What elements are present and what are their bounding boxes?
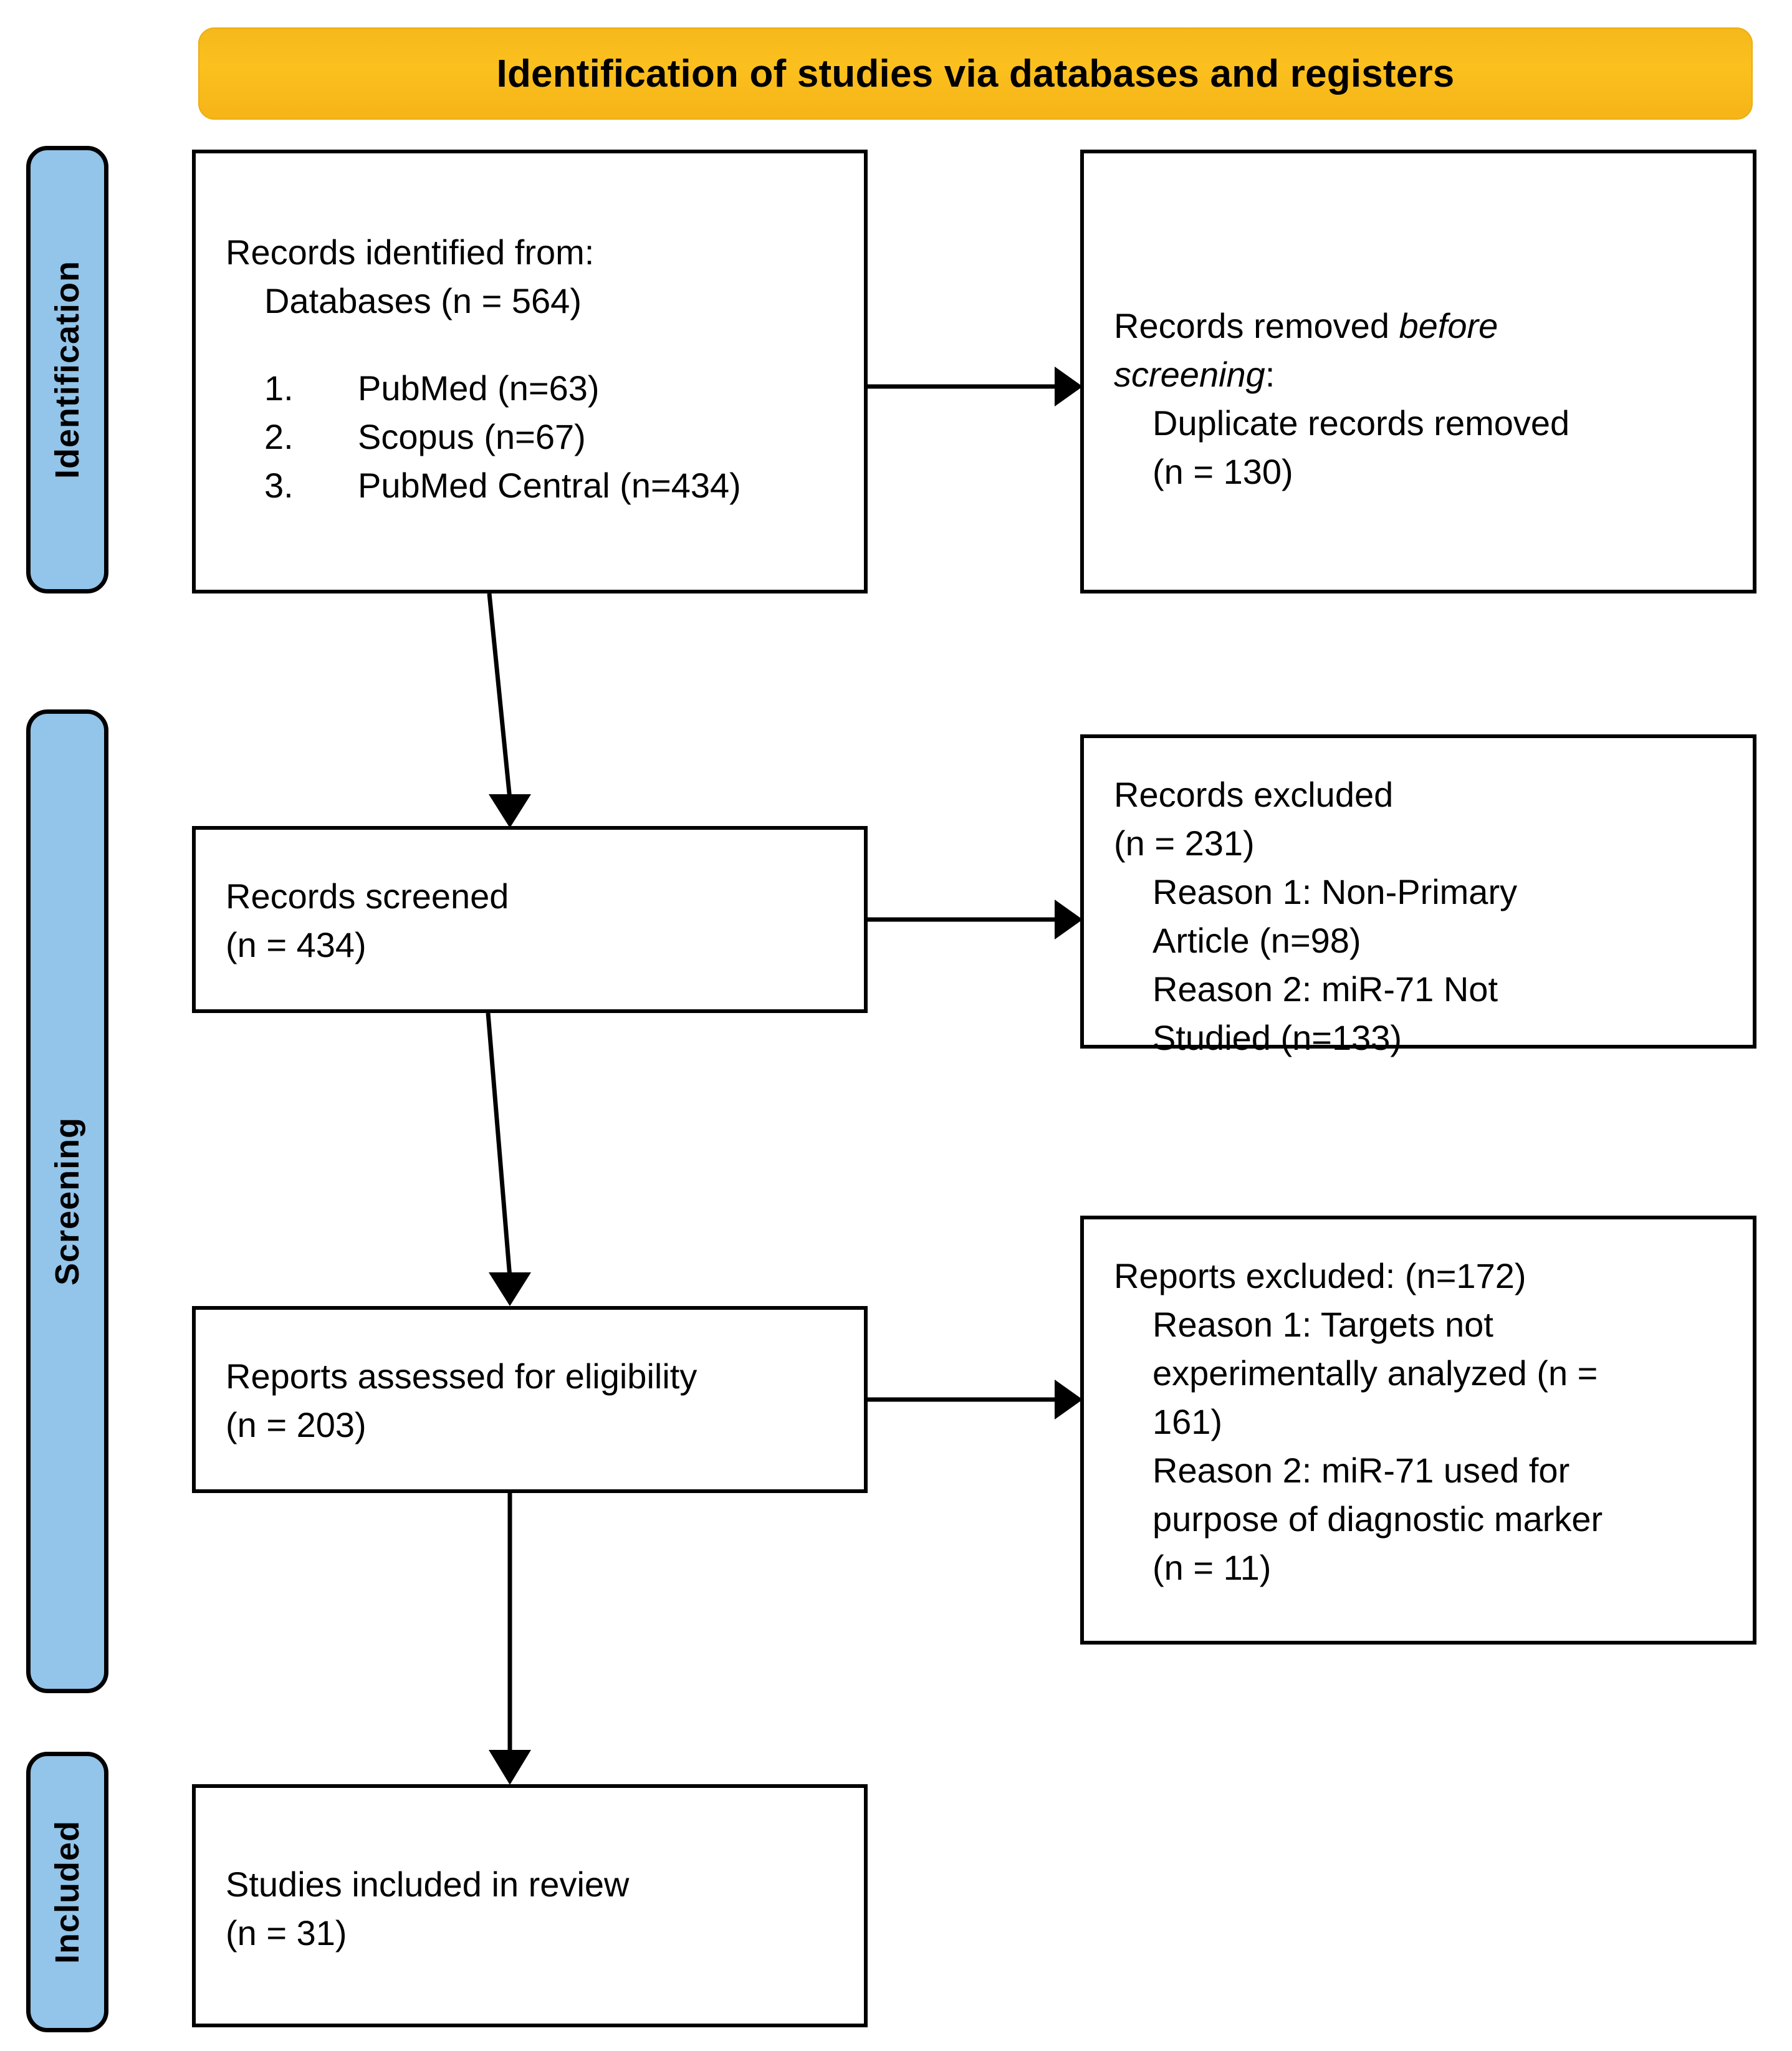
records-screened-count: (n = 434) [226, 925, 367, 964]
box-records-screened: Records screened (n = 434) [192, 826, 868, 1013]
reports-excluded-reason-1c: 161) [1152, 1402, 1223, 1441]
list-item-label: PubMed Central (n=434) [358, 466, 741, 505]
reports-excluded-reason-1a: Reason 1: Targets not [1152, 1305, 1493, 1344]
records-identified-title: Records identified from: [226, 233, 595, 272]
box-records-identified: Records identified from: Databases (n = … [192, 150, 868, 593]
list-item: 2. Scopus (n=67) [226, 413, 845, 461]
stage-label-screening: Screening [49, 1117, 86, 1286]
arrow-screened-to-eligibility [461, 1012, 561, 1309]
list-item-label: PubMed (n=63) [358, 368, 600, 408]
list-item-label: Scopus (n=67) [358, 417, 586, 456]
records-excluded-count: (n = 231) [1114, 824, 1255, 863]
studies-included-title: Studies included in review [226, 1865, 630, 1904]
list-item-number: 1. [264, 368, 294, 408]
records-excluded-reason-2a: Reason 2: miR-71 Not [1152, 969, 1498, 1009]
arrow-eligibility-to-reports-excluded [868, 1362, 1083, 1437]
records-removed-emphasis-2: screening [1114, 355, 1265, 394]
reports-assessed-title: Reports assessed for eligibility [226, 1357, 697, 1396]
box-studies-included: Studies included in review (n = 31) [192, 1784, 868, 2027]
stage-bar-included: Included [26, 1752, 108, 2032]
box-records-removed: Records removed before screening: Duplic… [1080, 150, 1756, 593]
arrow-screened-to-excluded [868, 882, 1083, 957]
arrow-identified-to-removed [868, 349, 1083, 424]
records-removed-emphasis: before [1399, 306, 1498, 345]
stage-label-identification: Identification [49, 261, 86, 479]
box-records-excluded: Records excluded (n = 231) Reason 1: Non… [1080, 734, 1756, 1057]
reports-excluded-reason-2a: Reason 2: miR-71 used for [1152, 1451, 1570, 1490]
records-removed-line-2: screening: [1114, 350, 1734, 399]
diagram-header-banner: Identification of studies via databases … [198, 27, 1753, 120]
records-excluded-reason-2b: Studied (n=133) [1152, 1018, 1402, 1057]
reports-excluded-title: Reports excluded: (n=172) [1114, 1256, 1526, 1295]
box-reports-assessed-eligibility: Reports assessed for eligibility (n = 20… [192, 1306, 868, 1493]
records-identified-source-list: 1. PubMed (n=63) 2. Scopus (n=67) 3. Pub… [226, 364, 845, 510]
records-identified-databases: Databases (n = 564) [264, 281, 582, 320]
arrow-eligibility-to-included [461, 1493, 561, 1789]
records-excluded-reason-1b: Article (n=98) [1152, 921, 1361, 960]
reports-excluded-reason-1b: experimentally analyzed (n = [1152, 1353, 1598, 1393]
records-removed-duplicates: Duplicate records removed [1152, 403, 1570, 443]
list-item-number: 2. [264, 417, 294, 456]
records-excluded-title: Records excluded [1114, 775, 1394, 814]
records-screened-title: Records screened [226, 877, 509, 916]
records-removed-text: Records removed [1114, 306, 1399, 345]
reports-excluded-reason-2b: purpose of diagnostic marker [1152, 1499, 1603, 1539]
reports-assessed-count: (n = 203) [226, 1405, 367, 1444]
list-item: 1. PubMed (n=63) [226, 364, 845, 413]
spacer [226, 325, 845, 364]
banner-title: Identification of studies via databases … [496, 52, 1455, 95]
arrow-identified-to-screened [461, 593, 561, 830]
stage-bar-identification: Identification [26, 146, 108, 593]
studies-included-count: (n = 31) [226, 1913, 347, 1953]
records-excluded-reason-1a: Reason 1: Non-Primary [1152, 872, 1518, 911]
reports-excluded-reason-2c: (n = 11) [1152, 1548, 1272, 1587]
list-item: 3. PubMed Central (n=434) [226, 461, 845, 510]
stage-bar-screening: Screening [26, 709, 108, 1693]
list-item-number: 3. [264, 466, 294, 505]
stage-label-included: Included [49, 1820, 86, 1964]
box-reports-excluded: Reports excluded: (n=172) Reason 1: Targ… [1080, 1216, 1756, 1645]
records-removed-line-1: Records removed before [1114, 302, 1734, 350]
records-removed-count: (n = 130) [1152, 452, 1293, 491]
records-removed-colon: : [1265, 355, 1275, 394]
